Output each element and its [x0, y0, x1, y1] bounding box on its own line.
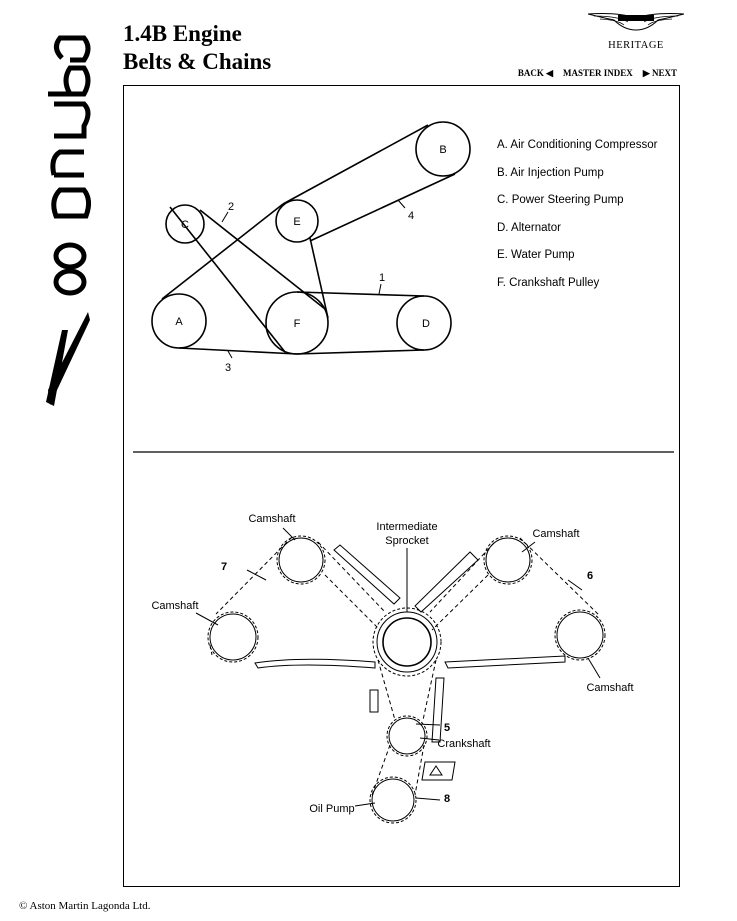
camshaft-left-lower-label: Camshaft	[151, 600, 198, 612]
aston-martin-wings-icon	[588, 13, 684, 31]
legend-item-f: F. Crankshaft Pulley	[497, 276, 600, 289]
belt-3-number: 3	[225, 362, 231, 374]
camshaft-right-upper-label: Camshaft	[532, 528, 579, 540]
chain-6-number: 6	[587, 570, 593, 582]
back-link[interactable]: BACK ◀	[517, 68, 554, 78]
pulley-e-label: E	[293, 216, 300, 228]
chain-7-number: 7	[221, 561, 227, 573]
pulley-d-label: D	[422, 318, 430, 330]
navigation-bar: BACK ◀ MASTER INDEX ▶ NEXT	[518, 68, 677, 79]
legend-item-c: C. Power Steering Pump	[497, 194, 624, 206]
legend-item-a: A. Air Conditioning Compressor	[497, 139, 658, 151]
pulley-b	[415, 121, 471, 177]
pulley-b-label: B	[439, 144, 446, 156]
oil-pump-label: Oil Pump	[309, 803, 354, 815]
legend-item-e: E. Water Pump	[497, 249, 575, 261]
belt-2-number: 2	[228, 201, 234, 213]
brand-block: HERITAGE	[588, 10, 684, 51]
pulley-f-label: F	[294, 318, 301, 330]
next-link[interactable]: ▶ NEXT	[642, 68, 677, 78]
belt-4-number: 4	[408, 210, 414, 222]
intermediate-label-line-2: Sprocket	[385, 535, 428, 547]
master-index-link[interactable]: MASTER INDEX	[563, 68, 633, 78]
belt-1-number: 1	[379, 272, 385, 284]
v8-coupe-side-logo	[46, 35, 92, 406]
diagram-frame	[123, 85, 680, 887]
pulley-e	[275, 199, 319, 243]
title-line-1: 1.4B Engine	[123, 21, 242, 46]
camshaft-left-upper-label: Camshaft	[248, 513, 295, 525]
camshaft-right-lower-label: Camshaft	[586, 682, 633, 694]
pulley-a-label: A	[175, 316, 183, 328]
chain-8-number: 8	[444, 793, 450, 805]
title-line-2: Belts & Chains	[123, 49, 272, 74]
legend-item-b: B. Air Injection Pump	[497, 166, 604, 179]
intermediate-label-line-1: Intermediate	[376, 521, 437, 533]
copyright-footer: © Aston Martin Lagonda Ltd.	[19, 900, 151, 912]
heritage-label: HERITAGE	[608, 40, 664, 51]
legend-item-d: D. Alternator	[497, 221, 561, 234]
pulley-c	[165, 204, 205, 244]
page-title: 1.4B Engine Belts & Chains	[123, 20, 271, 76]
pulley-c-label: C	[181, 219, 189, 231]
pulley-legend: A. Air Conditioning Compressor B. Air In…	[497, 132, 657, 297]
chain-5-number: 5	[444, 722, 450, 734]
crankshaft-label: Crankshaft	[437, 738, 490, 750]
